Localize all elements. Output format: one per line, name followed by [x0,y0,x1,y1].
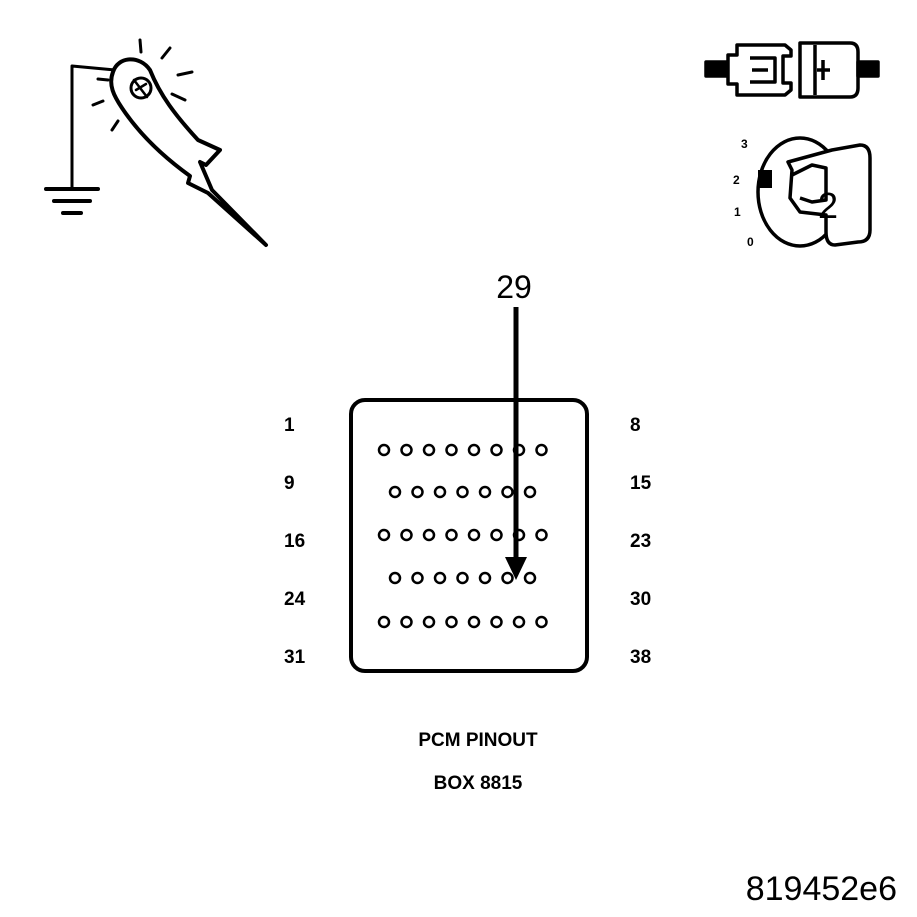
connector-pin [490,615,503,629]
connector-pin [388,485,402,499]
row-label-left: 24 [284,589,306,610]
pin-grid [377,443,548,629]
connector-pin [512,443,526,457]
row-label-left: 9 [284,473,295,494]
connector-pin [400,443,413,457]
row-label-right: 15 [630,473,652,494]
row-label-right: 30 [630,589,651,610]
connector-pin [535,443,548,457]
connector-pin [422,528,436,542]
row-label-right: 38 [630,647,651,668]
connector-pin [400,528,413,542]
ignition-pos-0: 0 [747,235,754,249]
connector-pin [523,485,537,499]
connector-pin [377,615,391,629]
connector-pin [512,615,526,629]
connector-pin [456,485,469,499]
connector-pin [400,615,413,629]
pcm-connector-outline [349,398,589,673]
connector-pin [433,485,447,499]
row-labels-left: 1 9 16 24 31 [284,415,306,668]
connector-pin [501,571,514,585]
row-label-right: 23 [630,531,651,552]
figure-id: 819452e6 [746,870,897,908]
connector-pin [478,485,492,499]
connector-pin [377,443,391,457]
connector-pin [535,528,548,542]
ignition-pos-2: 2 [733,173,740,187]
connector-pin [535,615,548,629]
connector-pin [467,443,481,457]
row-label-left: 31 [284,647,306,668]
connector-pin [512,528,526,542]
connector-pin [501,485,514,499]
ignition-key-label: 2 [818,185,838,226]
connector-pin [422,615,436,629]
disconnected-connector-icon [704,41,880,99]
connector-pin [377,528,391,542]
connector-pin [411,485,424,499]
connector-pin [422,443,436,457]
row-label-left: 16 [284,531,305,552]
connector-pin [411,571,424,585]
ignition-key-icon: 3 2 1 0 2 [733,136,872,249]
caption-box: BOX 8815 [434,773,523,794]
target-pin-label: 29 [496,269,532,305]
connector-pin [490,443,503,457]
row-label-left: 1 [284,415,295,436]
ignition-pos-3: 3 [741,137,748,151]
connector-pin [523,571,537,585]
test-light-probe-icon [70,38,268,247]
connector-pin [388,571,402,585]
connector-pin [445,443,458,457]
connector-pin [478,571,492,585]
row-labels-right: 8 15 23 30 38 [630,415,652,668]
connector-pin [467,615,481,629]
connector-pin [490,528,503,542]
row-label-right: 8 [630,415,641,436]
ignition-pos-1: 1 [734,205,741,219]
ground-symbol-icon [44,187,100,215]
caption-title: PCM PINOUT [418,730,538,751]
connector-pin [456,571,469,585]
connector-pin [445,528,458,542]
connector-pin [467,528,481,542]
target-pin-arrow [505,307,527,580]
connector-pin [433,571,447,585]
connector-pin [445,615,458,629]
